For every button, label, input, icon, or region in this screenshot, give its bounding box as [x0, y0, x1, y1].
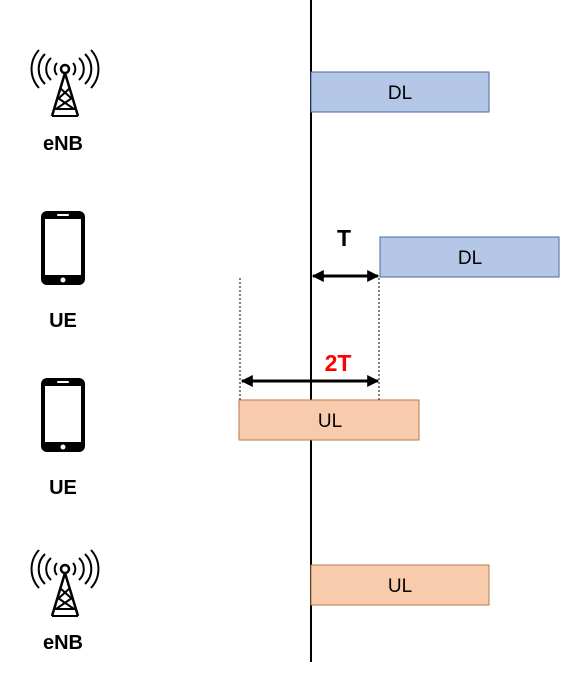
base-station-icon [30, 48, 100, 118]
node-label-enb-bottom: eNB [43, 632, 83, 654]
node-label-ue-ul: UE [49, 477, 77, 499]
node-label-enb-top: eNB [43, 133, 83, 155]
ue-uplink-block: UL [238, 399, 420, 441]
enb-downlink-block: DL [310, 71, 490, 113]
ue-downlink-block: DL [379, 236, 560, 278]
block-label: DL [458, 248, 482, 269]
block-label: UL [388, 576, 412, 597]
round-trip-delay-label: 2T [325, 350, 352, 376]
base-station-icon [30, 548, 100, 618]
one-way-delay-label: T [337, 225, 351, 251]
smartphone-icon [41, 378, 85, 452]
node-label-ue-dl: UE [49, 310, 77, 332]
enb-uplink-block: UL [310, 564, 490, 606]
block-label: UL [318, 411, 342, 432]
smartphone-icon [41, 211, 85, 285]
block-label: DL [388, 83, 412, 104]
